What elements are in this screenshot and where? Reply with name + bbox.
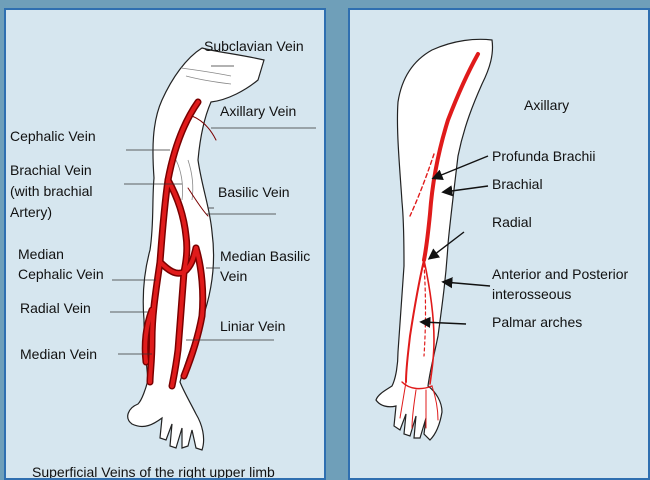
label-interosseous-line2: interosseous [492,286,571,303]
arm-arteries-illustration [350,10,650,480]
label-brachial: Brachial [492,176,543,193]
label-median-vein: Median Vein [20,346,97,363]
label-interosseous-line1: Anterior and Posterior [492,266,628,283]
label-palmar-arches: Palmar arches [492,314,582,331]
label-axillary-vein: Axillary Vein [220,103,296,120]
label-axillary: Axillary [524,97,569,114]
label-profunda-brachii: Profunda Brachii [492,148,596,165]
arteries-panel: Axillary Profunda Brachii Brachial Radia… [348,8,650,480]
label-brachial-vein-line1: Brachial Vein [10,162,92,179]
label-cephalic-vein: Cephalic Vein [10,128,96,145]
label-median-cephalic-line1: Median [18,246,64,263]
label-median-basilic-line2: Vein [220,268,247,285]
label-brachial-vein-line3: Artery) [10,204,52,221]
label-median-basilic-line1: Median Basilic [220,248,310,265]
arm-outline [376,39,493,440]
label-subclavian-vein: Subclavian Vein [204,38,304,55]
label-brachial-vein-line2: (with brachial [10,183,92,200]
arm-veins-illustration [6,10,326,480]
label-basilic-vein: Basilic Vein [218,184,290,201]
figure-caption: Superficial Veins of the right upper lim… [32,464,275,480]
label-liniar-vein: Liniar Vein [220,318,285,335]
label-median-cephalic-line2: Cephalic Vein [18,266,104,283]
superficial-veins-panel: Subclavian Vein Axillary Vein Cephalic V… [4,8,326,480]
label-radial-vein: Radial Vein [20,300,91,317]
label-radial: Radial [492,214,532,231]
